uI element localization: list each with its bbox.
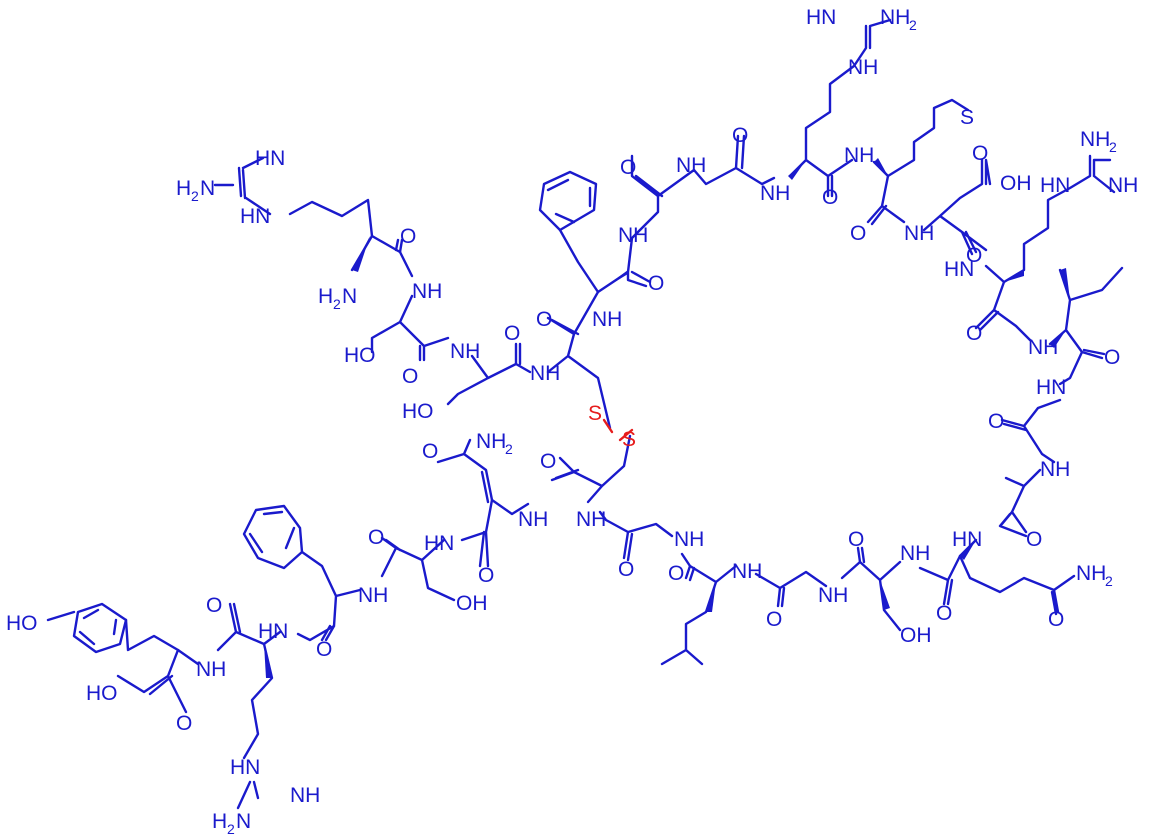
atom-label: O bbox=[176, 712, 192, 735]
atom-label: HN bbox=[952, 528, 982, 551]
atom-label: O bbox=[966, 244, 982, 267]
atom-label: 2 bbox=[909, 17, 917, 33]
atom-label: HN bbox=[944, 258, 974, 281]
atom-label: NH bbox=[1080, 128, 1110, 151]
bond-skeleton bbox=[46, 18, 1124, 810]
atom-label: H bbox=[318, 285, 333, 308]
atom-label: O bbox=[618, 558, 634, 581]
atom-label: NH bbox=[358, 584, 388, 607]
atom-label: NH bbox=[760, 182, 790, 205]
atom-label: NH bbox=[904, 222, 934, 245]
atom-label: HO bbox=[6, 612, 38, 635]
atom-label: O bbox=[400, 225, 416, 248]
atom-label: S bbox=[960, 106, 974, 129]
atom-label: O bbox=[766, 608, 782, 631]
atom-label: O bbox=[316, 638, 332, 661]
atom-label: O bbox=[1026, 528, 1042, 551]
atom-label: H bbox=[176, 177, 191, 200]
atom-label: NH bbox=[412, 280, 442, 303]
atom-label: 2 bbox=[333, 296, 341, 312]
atom-label: NH bbox=[290, 784, 320, 807]
atom-label: O bbox=[620, 156, 636, 179]
atom-label: O bbox=[1104, 346, 1120, 369]
atom-label: OH bbox=[900, 624, 932, 647]
atom-label: N bbox=[200, 177, 215, 200]
atom-label: NH bbox=[576, 508, 606, 531]
atom-label: NH bbox=[530, 362, 560, 385]
disulfide-bridge bbox=[602, 418, 634, 442]
atom-label: 2 bbox=[505, 441, 513, 457]
atom-label: NH bbox=[518, 508, 548, 531]
atom-label: NH bbox=[618, 224, 648, 247]
atom-label: O bbox=[368, 526, 384, 549]
atom-label: HO bbox=[344, 344, 376, 367]
atom-label: HO bbox=[86, 682, 118, 705]
atom-label: OH bbox=[1000, 172, 1032, 195]
atom-label: HN bbox=[258, 620, 288, 643]
atom-label: NH bbox=[818, 584, 848, 607]
stereo-wedges bbox=[264, 158, 1070, 678]
atom-label: NH bbox=[900, 542, 930, 565]
atom-label: NH bbox=[1028, 336, 1058, 359]
atom-label: N bbox=[342, 285, 357, 308]
atom-label: NH bbox=[676, 154, 706, 177]
atom-label: NH bbox=[476, 430, 506, 453]
atom-label: O bbox=[402, 365, 418, 388]
atom-label: NH bbox=[450, 340, 480, 363]
atom-label: O bbox=[988, 410, 1004, 433]
atom-label: O bbox=[936, 602, 952, 625]
atom-label: NH bbox=[196, 658, 226, 681]
atom-label: O bbox=[966, 322, 982, 345]
atom-label: O bbox=[540, 450, 556, 473]
atom-label: NH bbox=[848, 56, 878, 79]
atom-label: O bbox=[536, 308, 552, 331]
atom-label: O bbox=[1048, 608, 1064, 631]
atom-label: HN bbox=[1040, 174, 1070, 197]
atom-label: O bbox=[422, 440, 438, 463]
atom-label: O bbox=[206, 594, 222, 617]
atom-label: HN bbox=[806, 6, 836, 29]
atom-label: 2 bbox=[227, 821, 235, 835]
atom-label: O bbox=[732, 124, 748, 147]
atom-label: HN bbox=[424, 532, 454, 555]
atom-label: HN bbox=[1036, 376, 1066, 399]
atom-label: HN bbox=[230, 756, 260, 779]
atom-label: O bbox=[504, 322, 520, 345]
atom-label: O bbox=[478, 564, 494, 587]
atom-label: HN bbox=[255, 147, 285, 170]
atom-label: NH bbox=[1076, 562, 1106, 585]
atom-label: O bbox=[668, 562, 684, 585]
atom-label: N bbox=[236, 810, 251, 833]
atom-label: H bbox=[212, 810, 227, 833]
atom-label: NH bbox=[732, 560, 762, 583]
atom-label: O bbox=[972, 142, 988, 165]
atom-label-sulfur: S bbox=[588, 402, 602, 425]
atom-label: NH bbox=[674, 528, 704, 551]
atom-label: NH bbox=[592, 308, 622, 331]
atom-label: 2 bbox=[191, 188, 199, 204]
atom-label-sulfur: S bbox=[622, 428, 636, 451]
atom-label: NH bbox=[1108, 174, 1138, 197]
atom-label: 2 bbox=[1109, 139, 1117, 155]
atom-label: O bbox=[648, 272, 664, 295]
atom-label: NH bbox=[844, 144, 874, 167]
atom-label: O bbox=[850, 222, 866, 245]
atom-label: HN bbox=[240, 205, 270, 228]
atom-label: 2 bbox=[1105, 573, 1113, 589]
atom-label: O bbox=[848, 528, 864, 551]
atom-label: NH bbox=[1040, 458, 1070, 481]
atom-label: OH bbox=[456, 592, 488, 615]
atom-labels: HN H 2 N HN H 2 N O NH HO O NH HO O NH O… bbox=[6, 6, 1138, 835]
atom-label: O bbox=[822, 186, 838, 209]
atom-label: HO bbox=[402, 400, 434, 423]
atom-label: NH bbox=[880, 6, 910, 29]
